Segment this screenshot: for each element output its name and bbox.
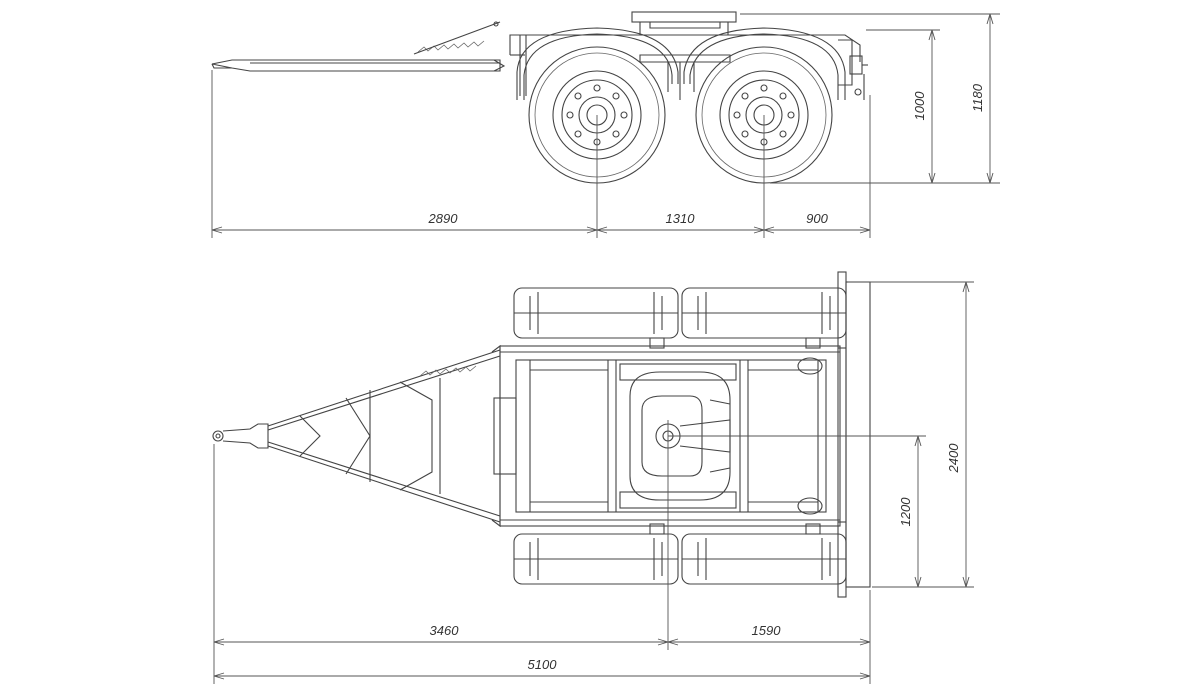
side-front-hub-studs <box>566 84 628 146</box>
top-axles <box>649 337 823 535</box>
dim-side-length-front: 2890 <box>428 211 459 226</box>
side-frame <box>509 11 868 100</box>
top-wheel-rear-right <box>681 533 847 585</box>
side-drawbar <box>211 21 506 72</box>
dim-top-kingpin-offset: 3460 <box>430 623 460 638</box>
top-wheel-rear-left <box>681 287 847 339</box>
dim-top-rear-length: 1590 <box>752 623 782 638</box>
side-front-wheel <box>516 27 679 184</box>
top-wheel-front-left <box>513 287 679 339</box>
top-drawbar <box>212 344 501 528</box>
dim-top-total-width: 2400 <box>946 443 961 474</box>
side-dimensions: 2890 1310 900 1000 1180 <box>211 13 1000 238</box>
side-rear-wheel <box>683 27 846 184</box>
dim-side-axle-spacing: 1310 <box>666 211 696 226</box>
dim-side-length-rear: 900 <box>806 211 828 226</box>
top-wheel-front-right <box>513 533 679 585</box>
dim-top-total-length: 5100 <box>528 657 558 672</box>
side-view: 2890 1310 900 1000 1180 <box>211 11 1000 238</box>
top-rear-bar <box>837 271 871 598</box>
dim-top-kingpin-lateral: 1200 <box>898 497 913 527</box>
top-dimensions: 3460 1590 5100 1200 2400 <box>213 281 974 684</box>
dim-side-total-height: 1180 <box>970 83 985 112</box>
dim-side-coupling-height: 1000 <box>912 91 927 121</box>
top-view: 3460 1590 5100 1200 2400 <box>212 271 974 684</box>
